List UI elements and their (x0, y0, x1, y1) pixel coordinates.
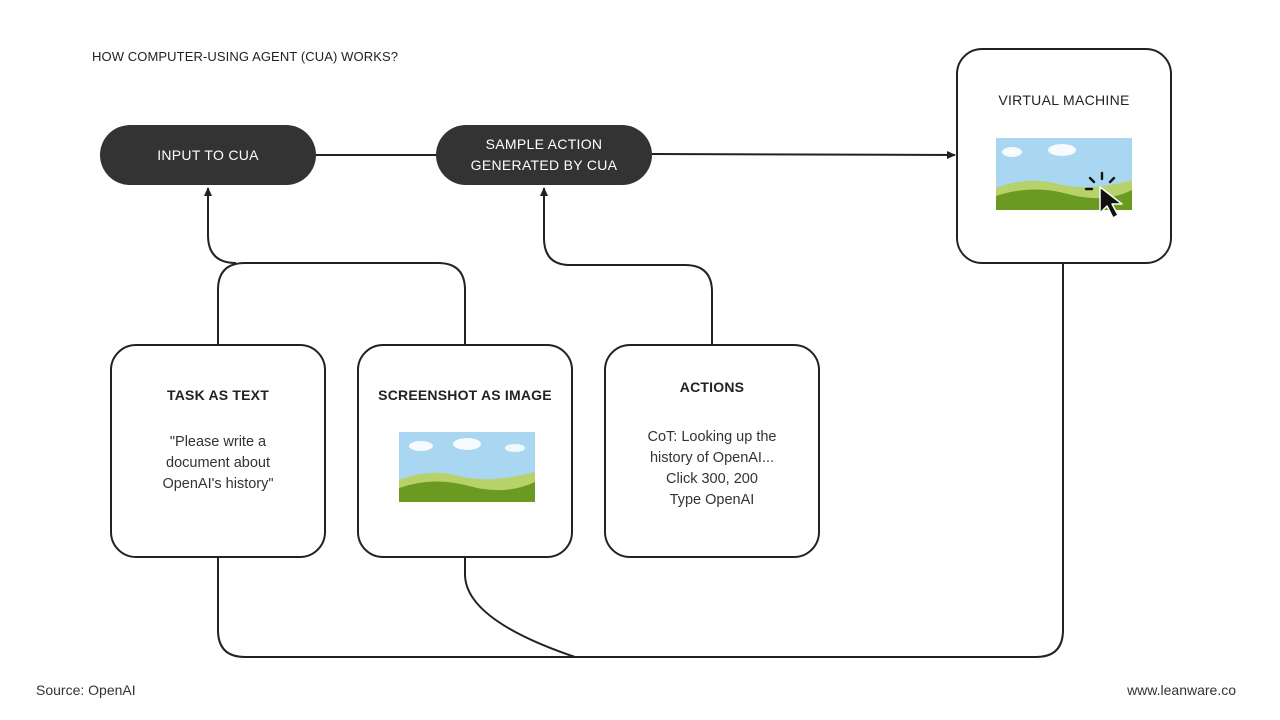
footer-site: www.leanware.co (1127, 682, 1236, 698)
card-screenshot-as-image: SCREENSHOT AS IMAGE (357, 344, 573, 558)
card-task-heading: TASK AS TEXT (167, 387, 269, 403)
node-input-to-cua-label: INPUT TO CUA (157, 146, 259, 163)
card-actions-heading: ACTIONS (679, 379, 745, 395)
arrow-inputs-to-cua (217, 262, 466, 344)
card-task-as-text: TASK AS TEXT "Please write a document ab… (110, 344, 326, 558)
loop-from-vm (217, 264, 1064, 658)
card-task-line-3: OpenAI's history" (162, 476, 274, 492)
diagram-title: HOW COMPUTER-USING AGENT (CUA) WORKS? (92, 49, 399, 64)
node-sample-action-line-2: GENERATED BY CUA (470, 157, 618, 173)
node-sample-action: SAMPLE ACTION GENERATED BY CUA (436, 125, 652, 185)
card-actions-line-3: Click 300, 200 (666, 471, 758, 487)
card-actions: ACTIONS CoT: Looking up the history of O… (604, 344, 820, 558)
card-task-line-1: "Please write a (169, 434, 267, 450)
arrow-actions-to-sample (540, 187, 713, 344)
card-actions-body: CoT: Looking up the history of OpenAI...… (614, 427, 810, 511)
card-vm-heading: VIRTUAL MACHINE (998, 92, 1130, 108)
mouse-cursor-icon (1084, 171, 1123, 219)
landscape-image-icon (399, 432, 535, 502)
card-actions-line-4: Type OpenAI (669, 492, 755, 508)
card-virtual-machine: VIRTUAL MACHINE (956, 48, 1172, 264)
card-task-line-2: document about (166, 455, 270, 471)
card-screenshot-heading: SCREENSHOT AS IMAGE (378, 387, 552, 403)
card-actions-line-1: CoT: Looking up the (647, 429, 777, 445)
footer-source: Source: OpenAI (36, 682, 136, 698)
node-sample-action-line-1: SAMPLE ACTION (485, 136, 603, 152)
arrow-sample-to-vm (651, 150, 956, 159)
card-actions-line-2: history of OpenAI... (649, 450, 775, 466)
loop-screenshot-branch (464, 558, 576, 658)
arrow-up-to-input (204, 187, 237, 264)
node-input-to-cua: INPUT TO CUA (100, 125, 316, 185)
card-task-body: "Please write a document about OpenAI's … (120, 432, 316, 495)
